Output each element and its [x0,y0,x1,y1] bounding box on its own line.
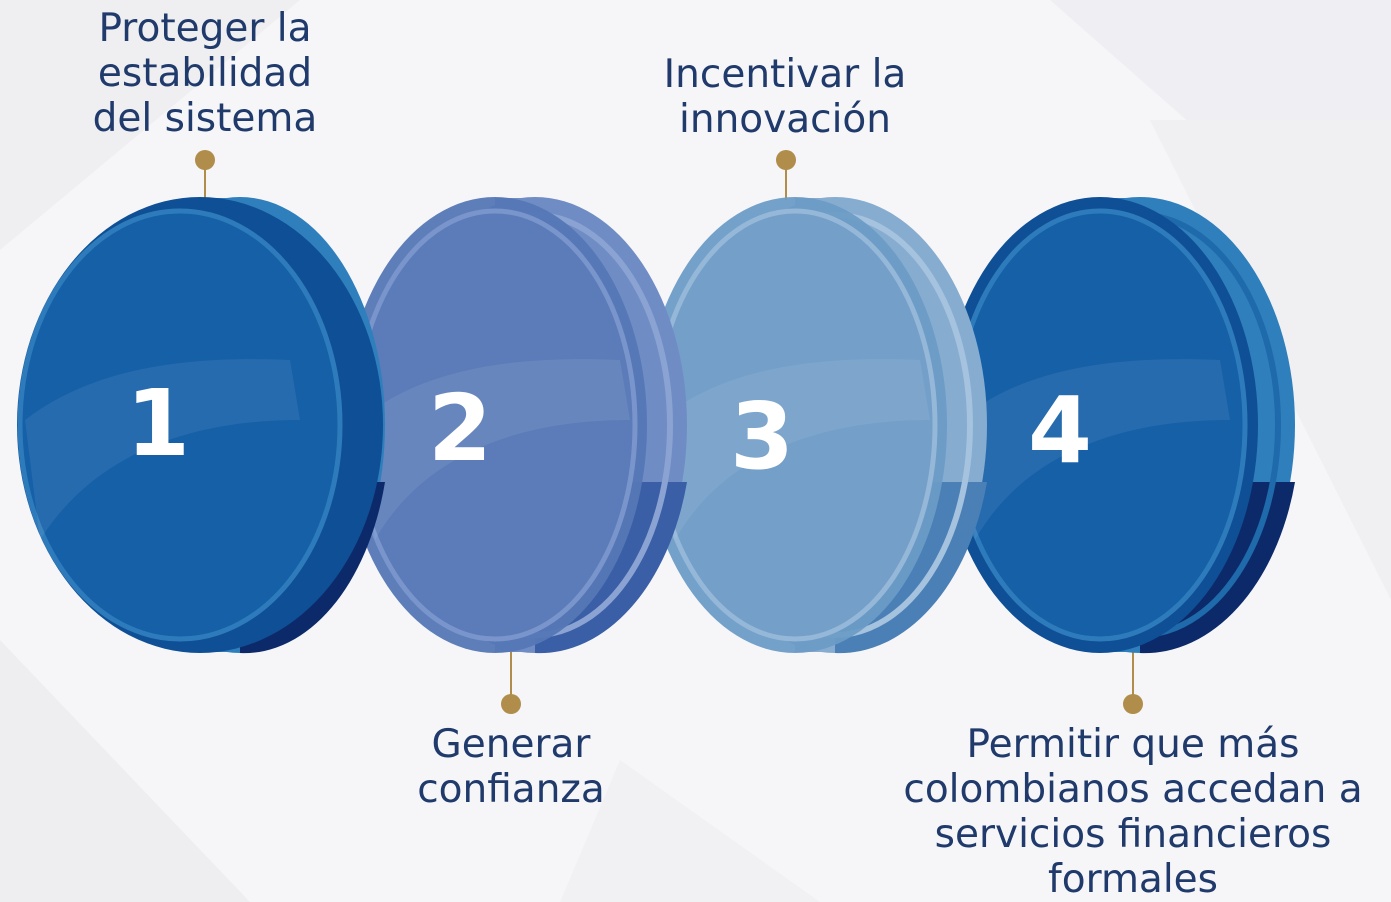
disk-3: 3 [643,197,987,654]
step-label-4: Permitir que más colombianos accedan a s… [875,722,1391,902]
disk-2: 2 [343,197,687,654]
connector-3 [776,150,796,200]
connector-1 [195,150,215,200]
step-label-2: Generar confianza [380,722,642,812]
step-label-1-line-3: del sistema [92,96,318,141]
step-label-1-line-2: estabilidad [97,51,313,96]
step-label-2-line-1: Generar [431,722,591,767]
step-number-4: 4 [1028,377,1092,484]
step-label-3-line-2: innovación [679,97,891,142]
disk-4: 4 [942,197,1295,654]
step-label-2-line-2: confianza [417,767,605,812]
step-label-1-line-1: Proteger la [98,6,312,51]
step-label-4-line-4: formales [1048,857,1218,902]
step-label-4-line-2: colombianos accedan a [903,767,1363,812]
step-label-1: Proteger la estabilidad del sistema [40,6,370,141]
step-label-3: Incentivar la innovación [620,52,950,142]
step-number-2: 2 [428,375,492,482]
step-number-3: 3 [730,383,794,490]
step-number-1: 1 [126,370,190,477]
connector-2 [501,652,521,714]
step-label-4-line-3: servicios financieros [934,812,1332,857]
disk-1: 1 [17,197,385,654]
connector-4 [1123,652,1143,714]
step-label-3-line-1: Incentivar la [663,52,907,97]
step-label-4-line-1: Permitir que más [966,722,1300,767]
